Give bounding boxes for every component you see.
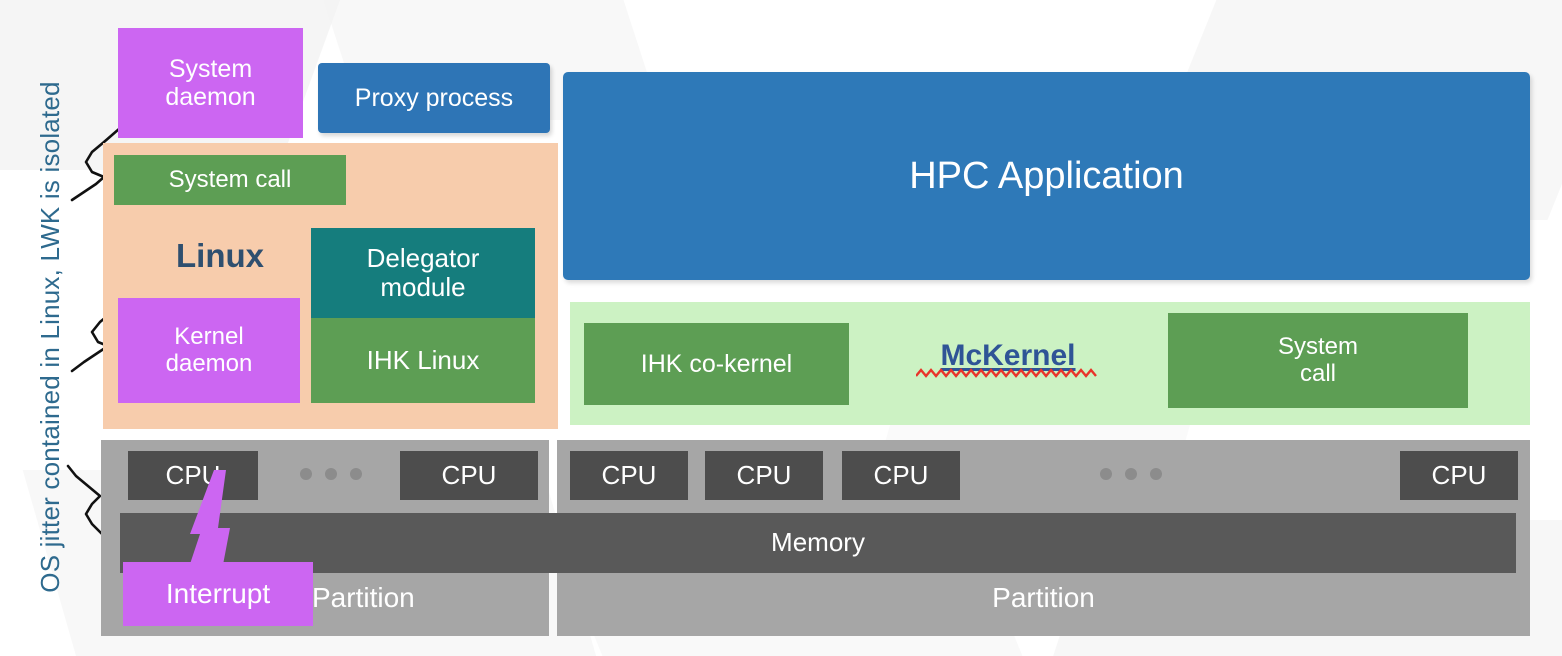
cpu-ellipsis-left: [300, 468, 362, 480]
system-daemon-label: System daemon: [165, 55, 256, 111]
memory-label: Memory: [771, 527, 865, 558]
ihk-cokernel-label: IHK co-kernel: [640, 350, 793, 378]
delegator-module-label: Delegator module: [366, 242, 480, 302]
mckernel-system-call-box[interactable]: System call: [1168, 313, 1468, 408]
hpc-application-box[interactable]: HPC Application: [563, 72, 1530, 280]
system-daemon-box[interactable]: System daemon: [118, 28, 303, 138]
kernel-daemon-box[interactable]: Kernel daemon: [118, 298, 300, 403]
partition-label-right: Partition: [992, 581, 1095, 613]
cpu-box[interactable]: CPU: [400, 451, 538, 500]
cpu-box[interactable]: CPU: [842, 451, 960, 500]
linux-system-call-box[interactable]: System call: [114, 155, 346, 205]
cpu-label: CPU: [873, 459, 929, 490]
cpu-box[interactable]: CPU: [570, 451, 688, 500]
cpu-label: CPU: [441, 459, 497, 490]
partition-label-left: Partition: [312, 581, 415, 613]
side-caption-os-jitter: OS jitter contained in Linux, LWK is iso…: [34, 81, 65, 593]
cpu-label: CPU: [1431, 459, 1487, 490]
delegator-module-box[interactable]: Delegator module: [311, 228, 535, 318]
ihk-linux-box[interactable]: IHK Linux: [311, 318, 535, 403]
kernel-daemon-label: Kernel daemon: [165, 322, 253, 377]
proxy-process-box[interactable]: Proxy process: [318, 63, 550, 133]
interrupt-callout[interactable]: Interrupt: [123, 562, 313, 626]
memory-bar: Memory: [120, 513, 1516, 573]
mckernel-panel-label: McKernel: [940, 339, 1076, 372]
cpu-box[interactable]: CPU: [1400, 451, 1518, 500]
proxy-process-label: Proxy process: [354, 84, 514, 112]
cpu-ellipsis-right: [1100, 468, 1162, 480]
cpu-box[interactable]: CPU: [705, 451, 823, 500]
ihk-linux-label: IHK Linux: [366, 344, 480, 375]
hpc-application-label: HPC Application: [909, 154, 1184, 197]
spellcheck-squiggle-icon: [916, 368, 1097, 378]
interrupt-label: Interrupt: [165, 578, 271, 609]
cpu-box[interactable]: CPU: [128, 451, 258, 500]
mckernel-system-call-label: System call: [1277, 332, 1358, 387]
ihk-cokernel-box[interactable]: IHK co-kernel: [584, 323, 849, 405]
cpu-label: CPU: [601, 459, 657, 490]
cpu-label: CPU: [736, 459, 792, 490]
linux-panel-label: Linux: [176, 237, 264, 274]
linux-system-call-label: System call: [168, 165, 292, 193]
